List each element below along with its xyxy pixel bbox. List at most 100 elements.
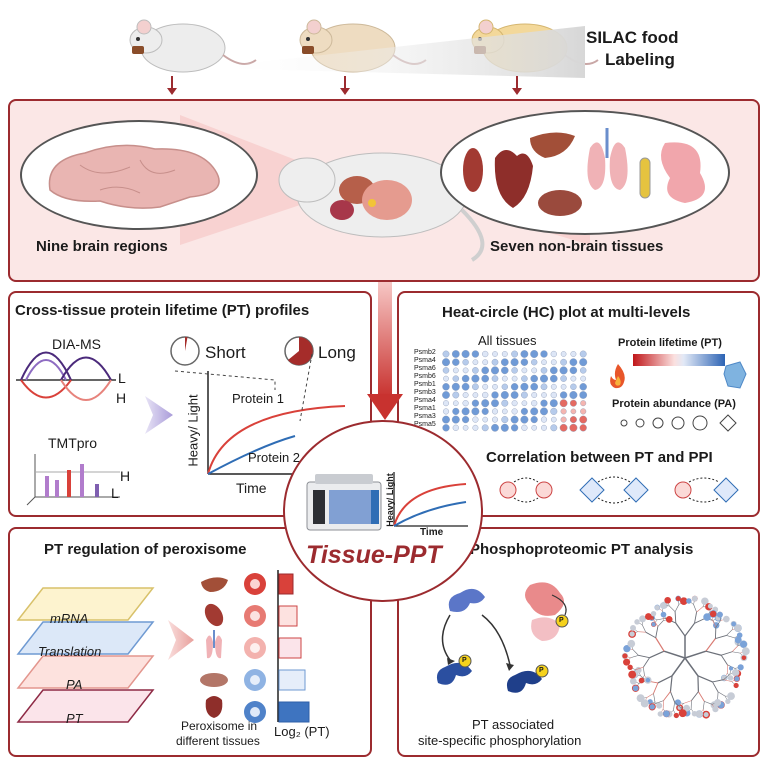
- tree-branch: [698, 691, 705, 702]
- heat-circle: [531, 392, 538, 398]
- long-clock-icon: [284, 336, 314, 366]
- tissue-ppt-hub: [283, 420, 483, 602]
- tree-branch: [643, 667, 645, 676]
- heat-circle: [520, 350, 529, 358]
- heat-circle: [521, 424, 528, 431]
- peroxisome-caption-line2: different tissues: [176, 734, 260, 748]
- heat-circle: [510, 415, 519, 424]
- heat-circle: [530, 416, 538, 424]
- tree-branch: [691, 691, 699, 701]
- tree-leaf: [715, 699, 721, 706]
- heat-circle: [501, 408, 508, 415]
- heat-circle: [531, 424, 538, 431]
- heat-circle: [452, 367, 459, 374]
- heat-circle: [471, 374, 480, 383]
- heat-circle: [482, 391, 489, 399]
- tree-branch: [655, 637, 665, 652]
- heat-circle-title: Heat-circle (HC) plot at multi-levels: [442, 304, 691, 321]
- heat-circle: [560, 408, 567, 415]
- tree-leaf: [703, 613, 711, 621]
- pt-legend-label: Protein lifetime (PT): [618, 337, 722, 349]
- tree-leaf: [674, 699, 681, 706]
- organs-icon: [463, 128, 705, 216]
- heat-circle: [540, 374, 548, 383]
- heat-circle: [451, 382, 460, 391]
- ice-icon: [723, 361, 747, 389]
- heat-circle: [472, 359, 479, 366]
- tree-branch: [732, 651, 741, 654]
- tree-leaf: [701, 597, 709, 605]
- tree-leaf: [692, 711, 697, 717]
- heat-circle: [491, 358, 499, 366]
- heat-circle: [530, 350, 539, 358]
- chevron-right-icon: [168, 620, 194, 660]
- non-brain-tissues-caption: Seven non-brain tissues: [490, 238, 664, 255]
- tree-branch: [694, 612, 698, 624]
- heat-circle: [452, 375, 460, 382]
- heat-circle: [521, 400, 528, 407]
- tree-branch: [630, 655, 639, 659]
- heat-circle: [501, 375, 508, 382]
- arrow-down-icon: [340, 76, 350, 95]
- tree-leaf: [728, 675, 733, 681]
- phosphorylation-diagram: [436, 582, 569, 693]
- ppi-network-icons: [499, 476, 739, 504]
- tree-branch: [642, 657, 650, 668]
- heat-circle: [461, 407, 470, 416]
- heat-circle: [471, 399, 479, 407]
- tree-leaf: [624, 659, 629, 665]
- tree-leaf: [630, 624, 636, 631]
- tree-leaf: [713, 622, 720, 629]
- tree-leaf: [629, 631, 635, 637]
- protein-label: Psma3: [414, 413, 436, 420]
- peroxisome-caption-line1: Peroxisome in: [181, 719, 258, 733]
- tree-leaf: [628, 670, 637, 679]
- tree-branch: [720, 654, 728, 666]
- tree-leaf: [647, 699, 653, 705]
- silac-label-line2: Labeling: [605, 50, 675, 69]
- heat-circle: [452, 391, 460, 399]
- heat-circle: [550, 359, 557, 366]
- tree-branch: [655, 626, 659, 638]
- tree-branch: [669, 675, 673, 692]
- tree-leaf: [731, 621, 737, 627]
- tree-branch: [684, 622, 695, 637]
- heat-circle: [550, 424, 558, 432]
- heat-circle: [511, 400, 518, 407]
- tree-leaf: [734, 636, 742, 644]
- log2-pt-bar: [278, 701, 310, 723]
- tree-leaf: [686, 598, 692, 604]
- dia-ms-label: DIA-MS: [52, 336, 101, 352]
- phospho-title: Phosphoproteomic PT analysis: [470, 541, 694, 558]
- heat-circle: [579, 424, 587, 432]
- tree-branch: [684, 650, 707, 659]
- tree-branch: [683, 700, 692, 704]
- hub-curves: [393, 472, 468, 527]
- tree-branch: [655, 700, 664, 704]
- heat-circle: [491, 366, 499, 375]
- heat-circle: [452, 358, 460, 366]
- protein-label: Psmb6: [414, 373, 436, 380]
- heat-circle: [442, 383, 450, 391]
- tree-leaf: [737, 664, 744, 671]
- heat-circle: [540, 383, 548, 391]
- log2-pt-bar: [278, 669, 306, 691]
- tree-branch: [715, 620, 721, 628]
- protein-label: Psma5: [414, 421, 436, 428]
- tree-leaf: [637, 694, 645, 702]
- heat-circle: [491, 423, 499, 432]
- tree-leaf: [622, 653, 628, 659]
- tree-leaf: [680, 597, 688, 605]
- heat-circle: [442, 367, 450, 374]
- arrow-down-icon: [167, 76, 177, 95]
- tree-branch: [663, 691, 671, 701]
- correlation-title: Correlation between PT and PPI: [486, 449, 713, 466]
- mouse-icon-light: [129, 19, 257, 73]
- heat-circle: [560, 351, 567, 357]
- chevron-right-icon: [145, 396, 173, 434]
- tree-leaf: [649, 704, 655, 710]
- heat-circle: [461, 374, 470, 383]
- heat-circle: [520, 358, 529, 366]
- heat-circle: [550, 416, 557, 423]
- tree-leaf: [703, 712, 709, 718]
